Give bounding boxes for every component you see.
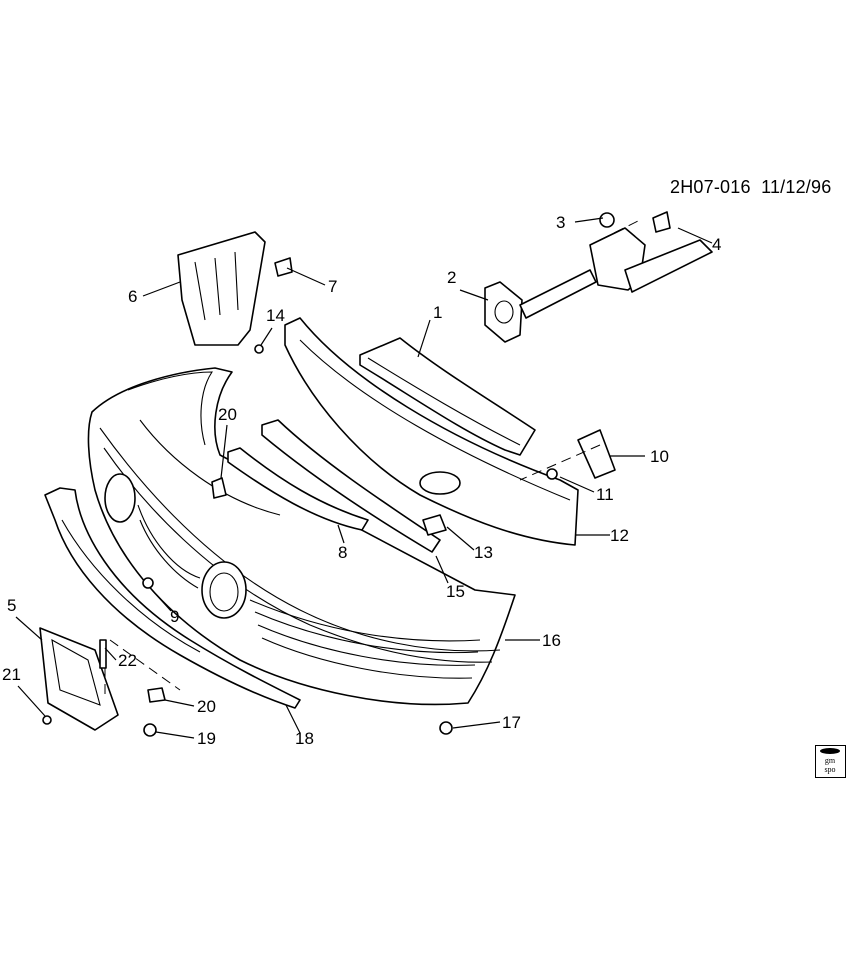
bumper-fascia xyxy=(87,367,516,706)
callout-17: 17 xyxy=(502,713,521,732)
callout-7: 7 xyxy=(328,277,337,296)
callout-1: 1 xyxy=(433,303,442,322)
callout-9: 9 xyxy=(170,607,179,626)
callout-22: 22 xyxy=(118,651,137,670)
logo-oval xyxy=(820,748,840,754)
callout-12: 12 xyxy=(610,526,629,545)
callout-19: 19 xyxy=(197,729,216,748)
plate-10 xyxy=(577,429,616,479)
callout-10: 10 xyxy=(650,447,669,466)
side-bracket xyxy=(177,231,266,346)
gm-spo-logo-icon: gm spo xyxy=(815,745,846,778)
diagram-date: 11/12/96 xyxy=(761,177,832,197)
callout-14: 14 xyxy=(266,306,285,325)
callout-20-lower: 20 xyxy=(197,697,216,716)
fasteners xyxy=(42,257,558,737)
air-deflector xyxy=(44,487,301,709)
callout-2: 2 xyxy=(447,268,456,287)
callout-13: 13 xyxy=(474,543,493,562)
impact-absorber xyxy=(359,337,536,456)
callout-11: 11 xyxy=(596,485,614,504)
callout-21: 21 xyxy=(2,665,21,684)
callout-15: 15 xyxy=(446,582,465,601)
diagram-code: 2H07-016 11/12/96 xyxy=(670,177,831,198)
logo-line-2: spo xyxy=(824,765,836,774)
callouts: 1 2 3 4 5 6 7 8 9 10 11 12 13 14 15 16 1… xyxy=(2,213,721,748)
bumper-reinforcement xyxy=(284,317,579,546)
leader-lines xyxy=(15,217,713,739)
logo-line-1: gm xyxy=(824,756,836,765)
callout-16: 16 xyxy=(542,631,561,650)
callout-20-upper: 20 xyxy=(218,405,237,424)
callout-3: 3 xyxy=(556,213,565,232)
bracket-8 xyxy=(227,447,369,531)
diagram-id: 2H07-016 xyxy=(670,177,751,197)
callout-5: 5 xyxy=(7,596,16,615)
callout-4: 4 xyxy=(712,235,721,254)
callout-8: 8 xyxy=(338,543,347,562)
callout-18: 18 xyxy=(295,729,314,748)
bracket-15 xyxy=(261,419,441,553)
shock-absorber-assembly xyxy=(484,211,713,343)
callout-6: 6 xyxy=(128,287,137,306)
